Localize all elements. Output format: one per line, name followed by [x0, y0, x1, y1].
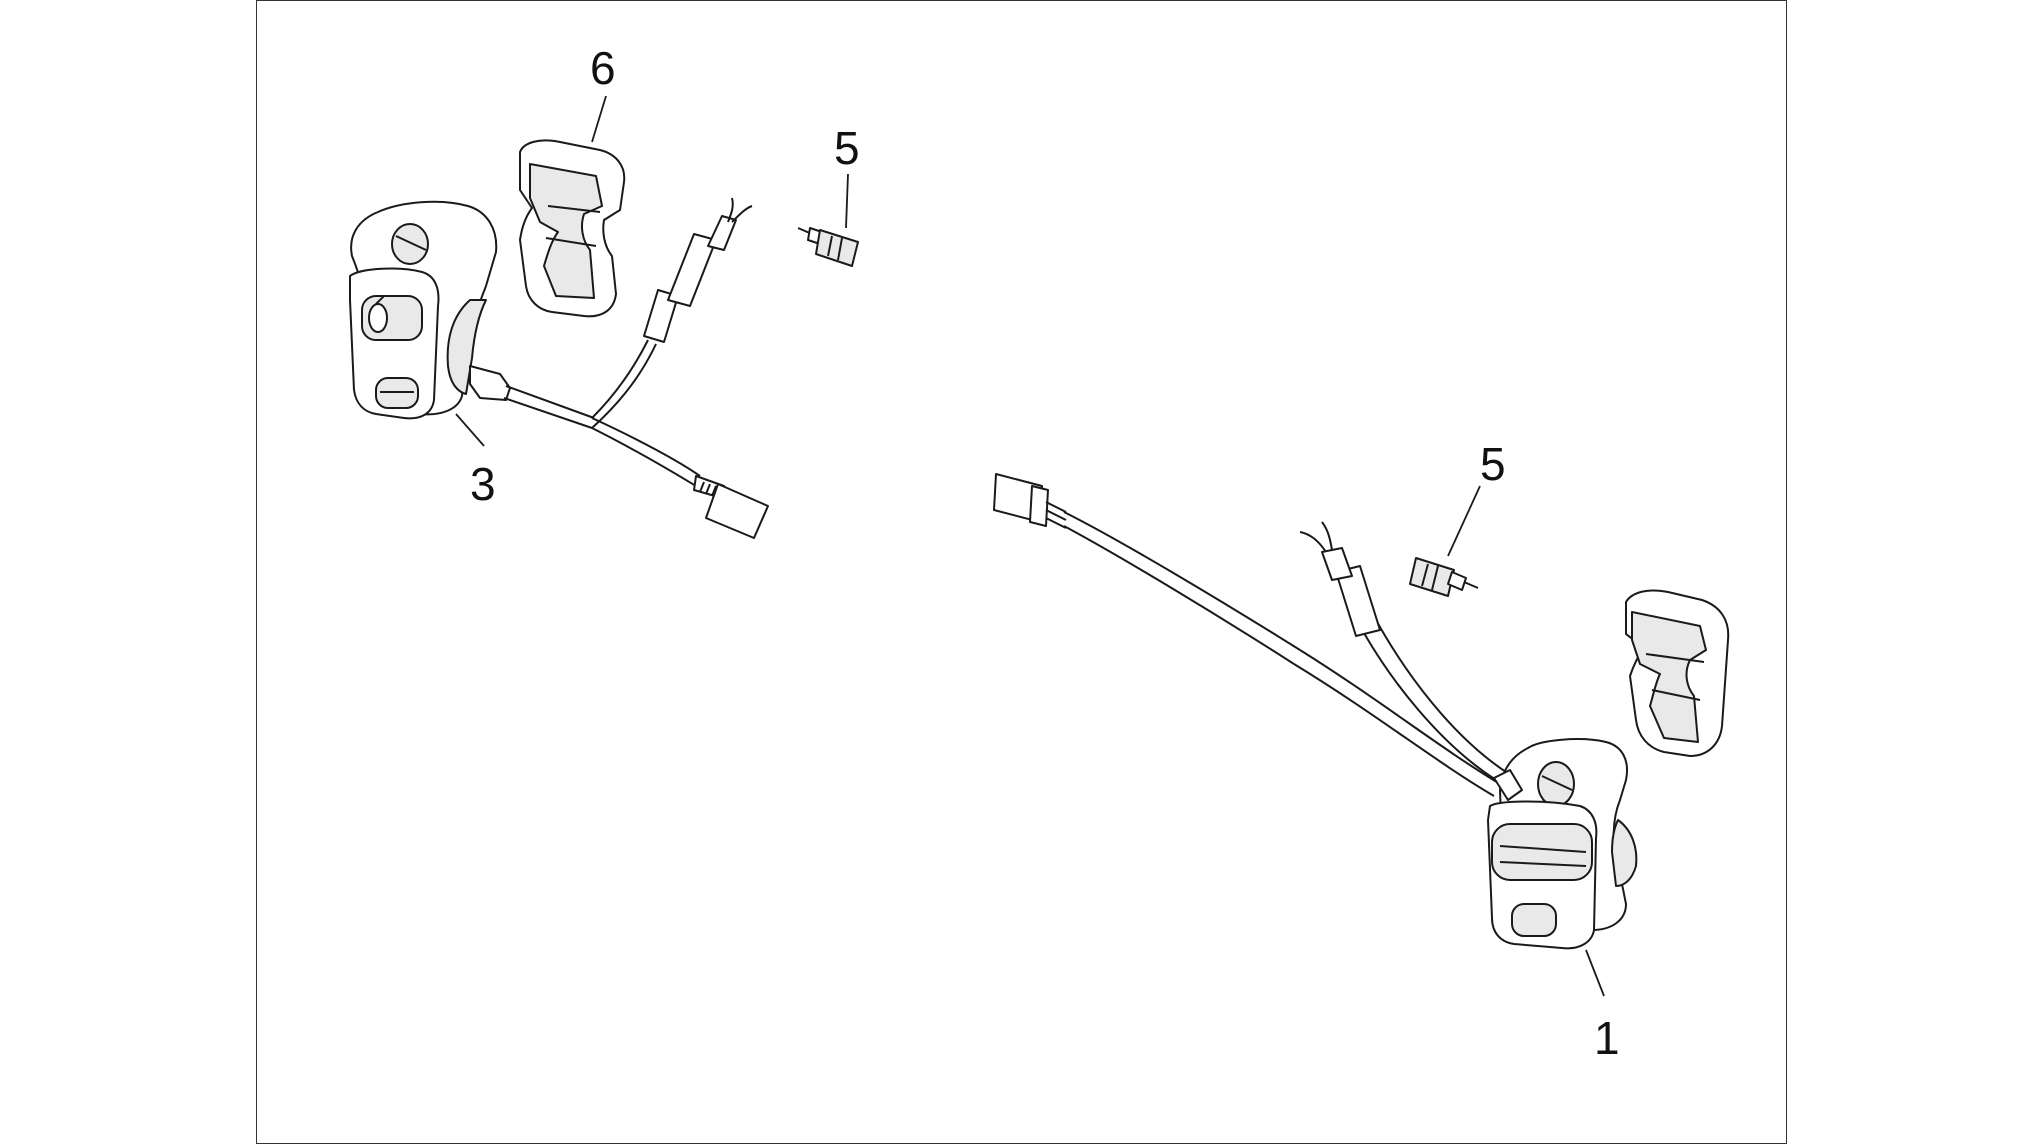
leader-line-5-right: [1447, 485, 1481, 557]
diagram-frame: [256, 0, 1787, 1144]
left-switch-housing: [349, 200, 498, 420]
left-plug-part-5: [797, 227, 859, 267]
callout-part-3: 3: [470, 458, 496, 510]
leader-line-3: [455, 413, 485, 447]
right-switch-housing: [1487, 738, 1638, 950]
right-wiring-harness: [993, 473, 1507, 797]
leader-line-5-left: [845, 173, 849, 229]
callout-part-6: 6: [590, 42, 616, 94]
right-cover: [1625, 589, 1730, 757]
left-wiring-harness: [469, 197, 769, 539]
leader-line-6: [591, 95, 607, 143]
callout-part-5-right: 5: [1480, 438, 1506, 490]
left-cover-part-6: [519, 139, 626, 318]
right-plug-part-5: [1409, 557, 1479, 597]
callout-part-1: 1: [1594, 1012, 1620, 1064]
callout-part-5-left: 5: [834, 122, 860, 174]
leader-line-1: [1585, 949, 1605, 997]
